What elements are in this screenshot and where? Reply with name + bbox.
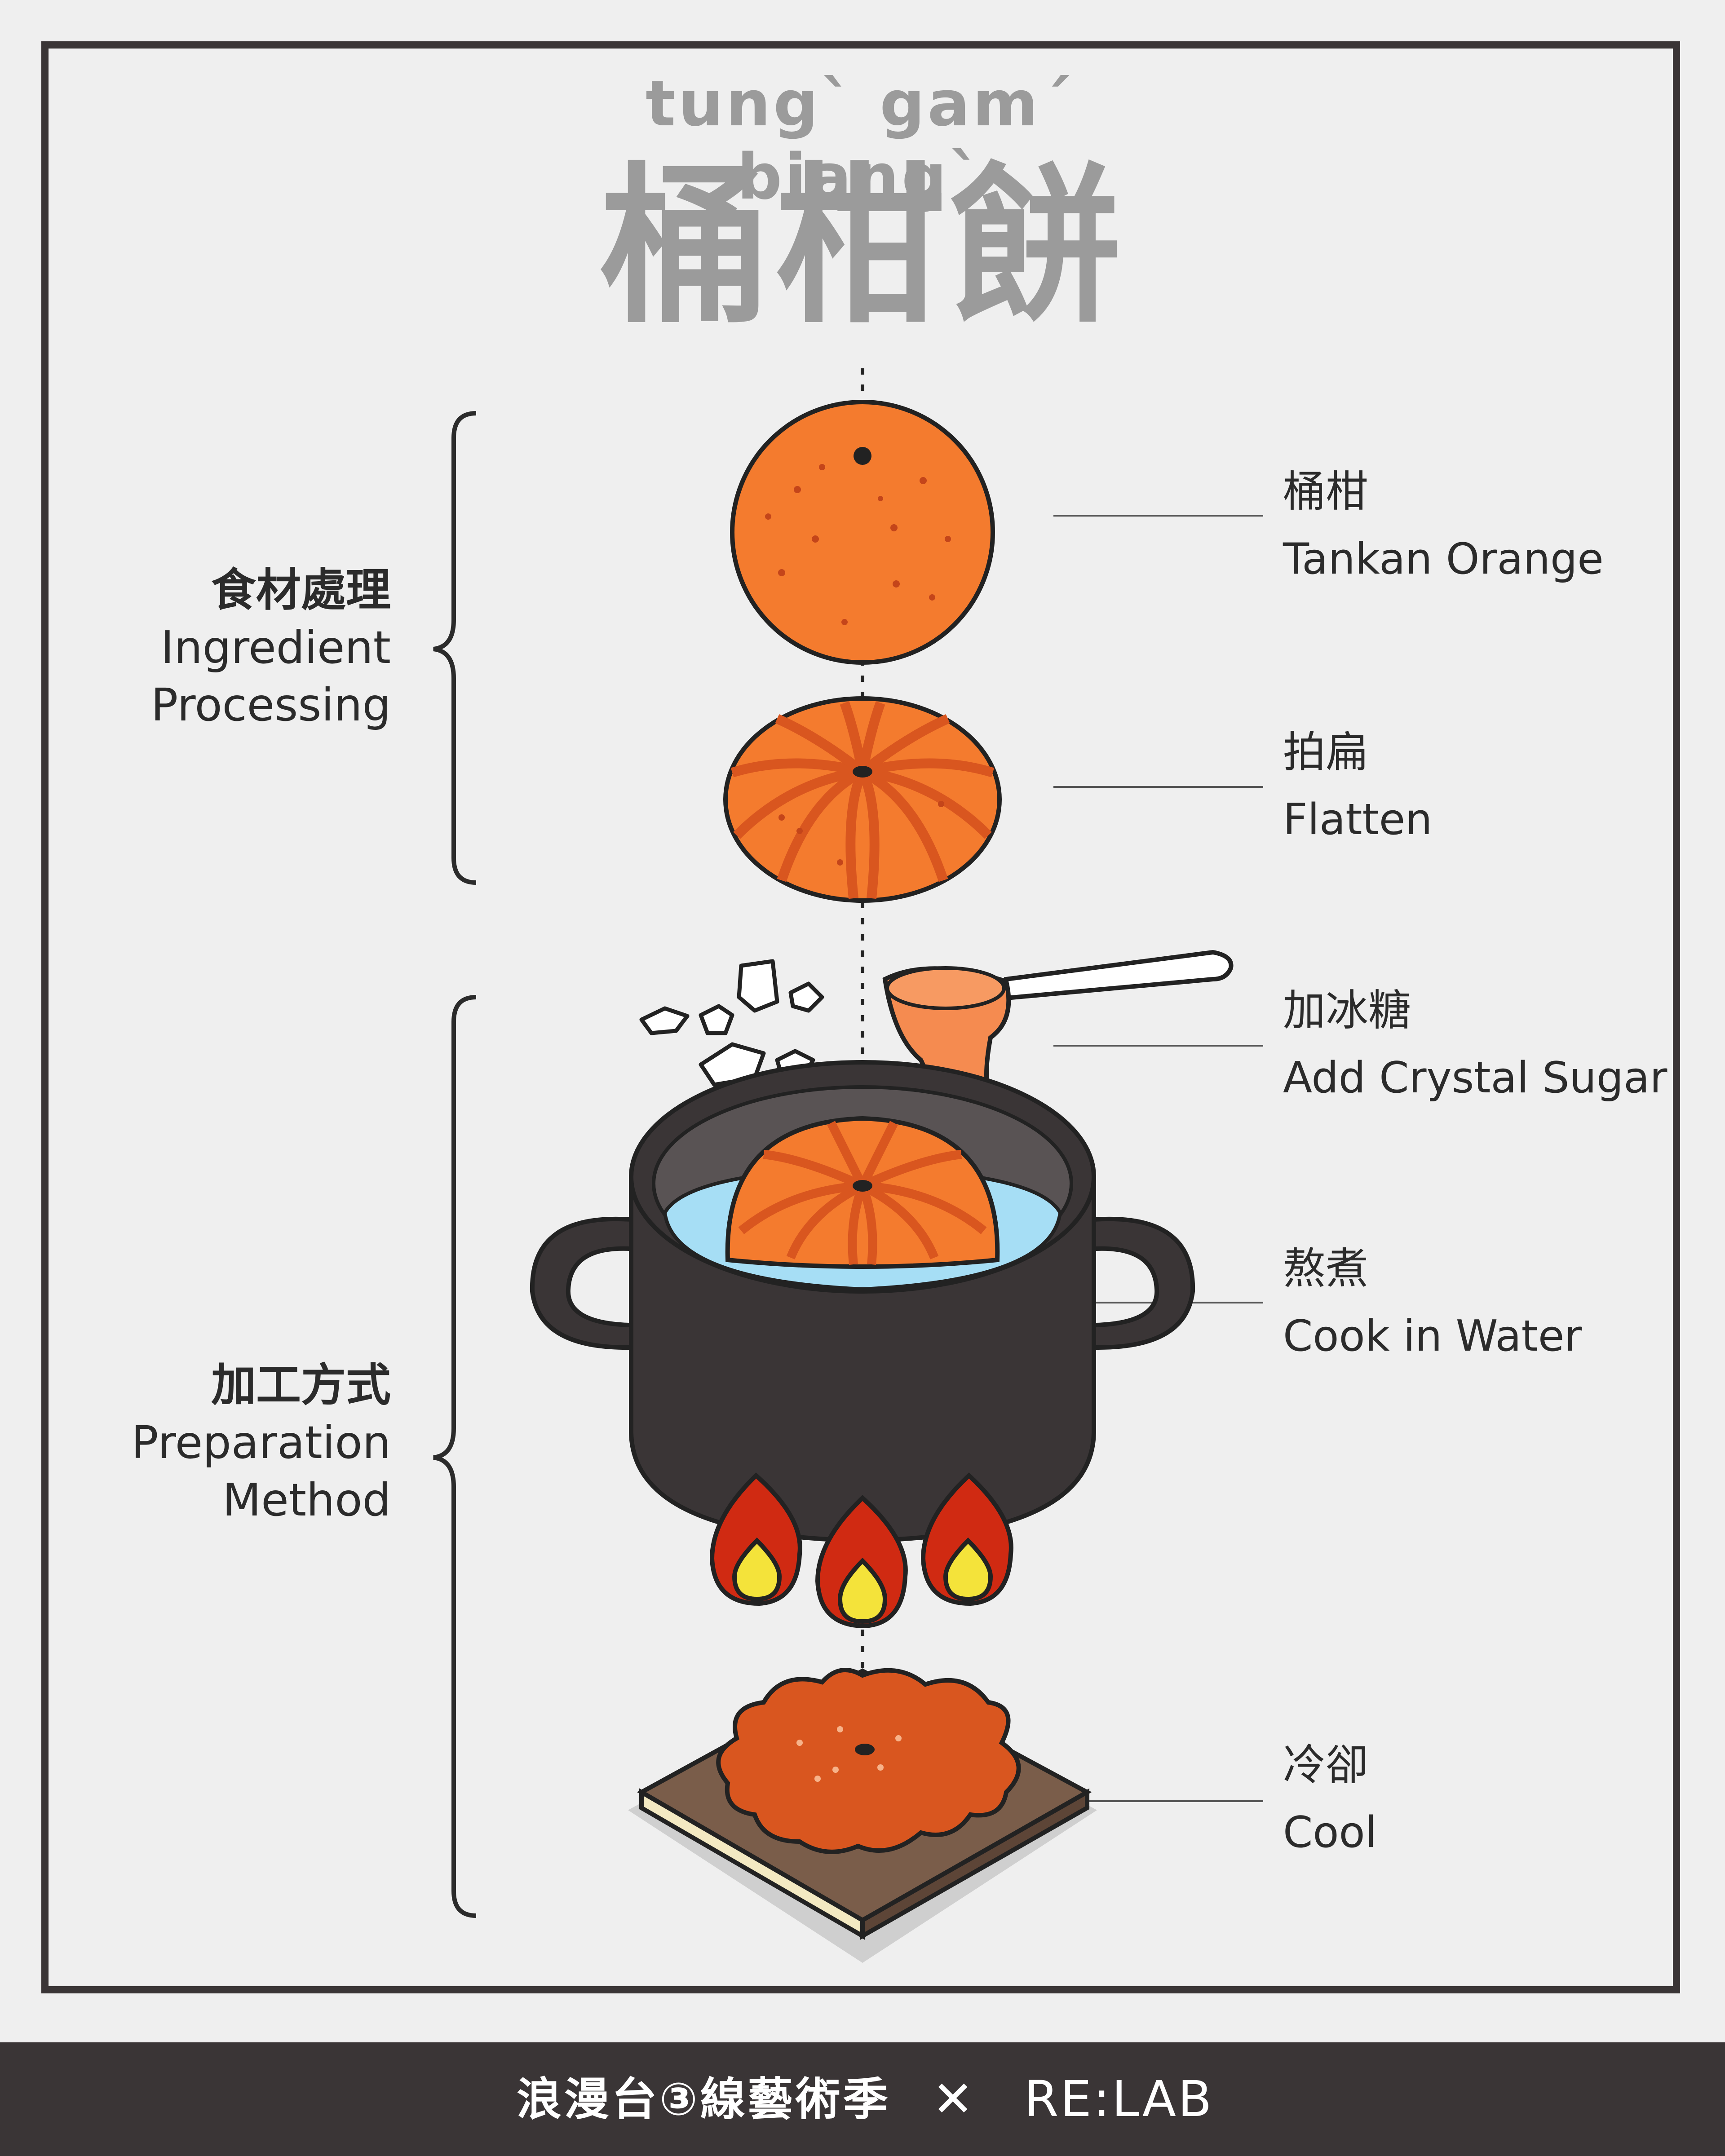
step-zh: 桶柑	[1283, 467, 1369, 517]
step-zh: 冷卻	[1283, 1741, 1369, 1790]
step-flatten: 拍扁 Flatten	[1283, 719, 1432, 853]
footer-bar: 浪漫台③線藝術季 ✕ RE:LAB	[0, 2042, 1725, 2156]
crystal-sugar	[639, 959, 824, 1087]
step-cook-in-water: 熬煮 Cook in Water	[1283, 1235, 1582, 1370]
step-zh: 拍扁	[1283, 728, 1369, 777]
section-ingredient-processing: 食材處理 Ingredient Processing	[151, 561, 391, 734]
brace-preparation	[433, 995, 477, 1918]
festival-logo-text: 浪漫台③線藝術季	[517, 2073, 891, 2125]
section-zh: 食材處理	[211, 564, 391, 616]
tankan-orange	[730, 400, 995, 665]
section-en-line1: Ingredient	[160, 621, 391, 674]
step-add-crystal-sugar: 加冰糖 Add Crystal Sugar	[1283, 977, 1667, 1112]
separator-icon: ✕	[932, 2070, 974, 2128]
flame-icons	[709, 1472, 1013, 1629]
step-cool: 冷卻 Cool	[1283, 1732, 1377, 1866]
step-en: Cool	[1283, 1808, 1377, 1857]
outer-frame	[41, 41, 1680, 1993]
step-tankan-orange: 桶柑 Tankan Orange	[1283, 458, 1604, 593]
page-title: 桶柑餅	[600, 147, 1125, 346]
romanization: tung` gam´ biang`	[646, 67, 1075, 214]
pot	[530, 1060, 1195, 1543]
ladle-icon	[882, 950, 1234, 1097]
step-zh: 加冰糖	[1283, 986, 1411, 1035]
dried-orange-cake	[716, 1668, 1021, 1854]
relab-logo-text: RE:LAB	[1024, 2070, 1214, 2128]
section-zh: 加工方式	[211, 1359, 391, 1411]
step-en: Tankan Orange	[1283, 535, 1604, 584]
step-en: Flatten	[1283, 795, 1433, 844]
section-en-line2: Method	[222, 1474, 391, 1526]
brace-ingredient	[433, 411, 477, 885]
step-en: Cook in Water	[1283, 1312, 1582, 1361]
step-en: Add Crystal Sugar	[1283, 1053, 1668, 1103]
section-preparation-method: 加工方式 Preparation Method	[131, 1356, 391, 1529]
step-zh: 熬煮	[1283, 1244, 1369, 1294]
section-en-line1: Preparation	[131, 1416, 391, 1469]
section-en-line2: Processing	[151, 679, 391, 731]
flattened-orange	[723, 696, 1002, 903]
